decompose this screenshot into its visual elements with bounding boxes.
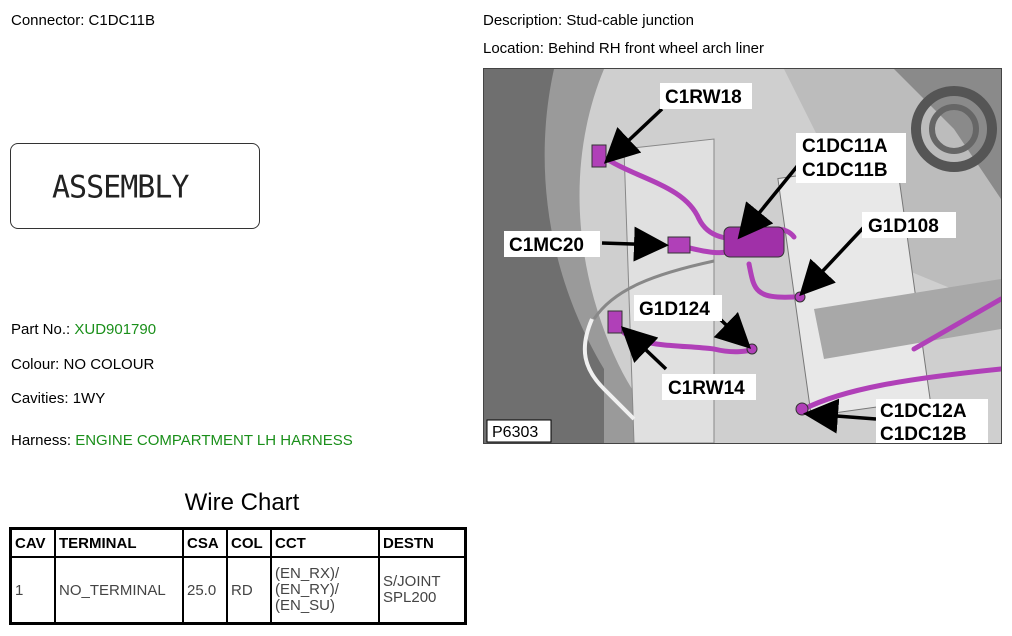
col-terminal-header: TERMINAL: [54, 527, 184, 558]
connector-value: C1DC11B: [88, 12, 155, 29]
cavities-value: 1WY: [72, 390, 106, 407]
cell-cct: (EN_RX)/ (EN_RY)/ (EN_SU): [270, 556, 380, 625]
table-row: 1 NO_TERMINAL 25.0 RD (EN_RX)/ (EN_RY)/ …: [9, 556, 467, 625]
col-destn-header: DESTN: [378, 527, 467, 558]
figure-id: P6303: [492, 424, 538, 441]
callout-c1dc12a: C1DC12A: [880, 401, 967, 422]
col-col-header: COL: [226, 527, 272, 558]
colour-label: Colour:: [11, 356, 60, 373]
connector-label: Connector:: [11, 12, 85, 29]
connector-c1mc20: [667, 236, 691, 254]
description-label: Description:: [483, 12, 563, 29]
location-value: Behind RH front wheel arch liner: [548, 40, 765, 57]
location-line: Location: Behind RH front wheel arch lin…: [483, 40, 764, 57]
callout-g1d108: G1D108: [868, 216, 939, 237]
col-cav-header: CAV: [9, 527, 56, 558]
col-cct-header: CCT: [270, 527, 380, 558]
location-label: Location:: [483, 40, 544, 57]
colour-value: NO COLOUR: [63, 356, 155, 373]
callout-c1dc11a: C1DC11A: [802, 136, 888, 157]
part-no-label: Part No.:: [11, 321, 71, 338]
col-csa-header: CSA: [182, 527, 228, 558]
wire-chart-header-row: CAV TERMINAL CSA COL CCT DESTN: [9, 527, 467, 558]
assembly-image-text: ASSEMBLY: [52, 169, 189, 206]
description-value: Stud-cable junction: [566, 12, 694, 29]
callout-c1rw14: C1RW14: [668, 378, 745, 399]
cavities-label: Cavities:: [11, 390, 69, 407]
callout-c1rw18: C1RW18: [665, 87, 742, 108]
part-no-line: Part No.: XUD901790: [11, 321, 156, 338]
wire-chart-title: Wire Chart: [184, 489, 300, 516]
cell-destn: S/JOINT SPL200: [378, 556, 467, 625]
harness-label: Harness:: [11, 432, 72, 449]
assembly-image-box: [10, 143, 260, 229]
callout-c1mc20: C1MC20: [509, 235, 584, 256]
cell-col: RD: [226, 556, 272, 625]
location-photo: C1RW18 C1DC11A C1DC11B C1MC20 G1D108 G1D…: [483, 68, 1002, 444]
callout-c1dc12b: C1DC12B: [880, 424, 967, 443]
part-no-link[interactable]: XUD901790: [74, 321, 157, 338]
callout-g1d124: G1D124: [639, 299, 710, 320]
connector-c1rw18: [591, 144, 607, 168]
connector-line: Connector: C1DC11B: [11, 12, 155, 29]
cell-cav: 1: [9, 556, 56, 625]
cavities-line: Cavities: 1WY: [11, 390, 105, 407]
wire-chart-table: CAV TERMINAL CSA COL CCT DESTN 1 NO_TERM…: [9, 527, 467, 625]
harness-link[interactable]: ENGINE COMPARTMENT LH HARNESS: [75, 432, 353, 449]
cell-csa: 25.0: [182, 556, 228, 625]
callout-c1dc11b: C1DC11B: [802, 160, 888, 181]
colour-line: Colour: NO COLOUR: [11, 356, 154, 373]
connector-c1rw14: [607, 310, 623, 334]
cell-terminal: NO_TERMINAL: [54, 556, 184, 625]
connector-c1dc11: [723, 226, 785, 258]
description-line: Description: Stud-cable junction: [483, 12, 694, 29]
harness-line: Harness: ENGINE COMPARTMENT LH HARNESS: [11, 432, 353, 449]
